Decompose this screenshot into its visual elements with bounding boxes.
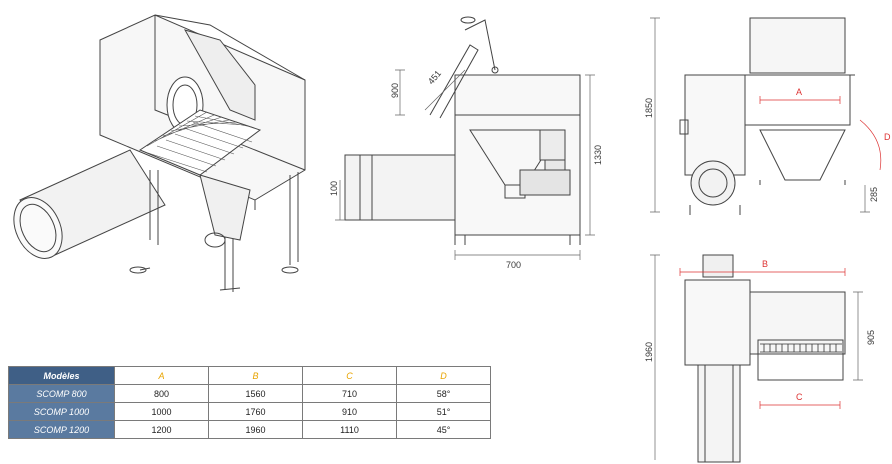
cell-c: 710 (302, 384, 397, 403)
dim-label-b: B (762, 259, 768, 269)
cell-model: SCOMP 1000 (8, 402, 115, 421)
models-table: Modèles A B C D SCOMP 800 800 1560 710 5… (8, 366, 491, 439)
dim-base-height: 285 (869, 187, 879, 202)
cell-d: 58° (396, 384, 491, 403)
dim-label-d: D (884, 132, 891, 142)
cell-a: 1000 (114, 402, 209, 421)
top-dimension-lines (650, 254, 863, 460)
cell-b: 1560 (208, 384, 303, 403)
cell-c: 910 (302, 402, 397, 421)
dim-front-height: 1850 (644, 98, 654, 118)
side-view (344, 16, 581, 245)
cell-b: 1960 (208, 420, 303, 439)
cell-model: SCOMP 800 (8, 384, 115, 403)
front-view (679, 17, 855, 215)
dim-inlet-height: 100 (329, 181, 339, 196)
header-d: D (396, 366, 491, 385)
dim-label-c: C (796, 392, 803, 402)
dim-top-height: 1960 (644, 342, 654, 362)
header-models: Modèles (8, 366, 115, 385)
dim-label-a: A (796, 87, 802, 97)
header-b: B (208, 366, 303, 385)
dim-arm-height: 900 (390, 83, 400, 98)
dim-arm-length: 451 (426, 68, 443, 86)
table-row: SCOMP 1200 1200 1960 1110 45° (8, 420, 491, 439)
cell-a: 800 (114, 384, 209, 403)
table-header-row: Modèles A B C D (8, 366, 491, 385)
header-c: C (302, 366, 397, 385)
cell-c: 1110 (302, 420, 397, 439)
dim-width: 905 (866, 330, 876, 345)
table-row: SCOMP 800 800 1560 710 58° (8, 384, 491, 403)
top-view (684, 254, 846, 463)
front-dimension-lines (650, 17, 882, 213)
cell-b: 1760 (208, 402, 303, 421)
table-row: SCOMP 1000 1000 1760 910 51° (8, 402, 491, 421)
side-dimension-lines (335, 69, 595, 260)
dim-total-height: 1330 (593, 145, 603, 165)
isometric-view (13, 14, 306, 292)
dim-depth: 700 (506, 260, 521, 270)
cell-a: 1200 (114, 420, 209, 439)
header-a: A (114, 366, 209, 385)
cell-d: 51° (396, 402, 491, 421)
cell-model: SCOMP 1200 (8, 420, 115, 439)
cell-d: 45° (396, 420, 491, 439)
